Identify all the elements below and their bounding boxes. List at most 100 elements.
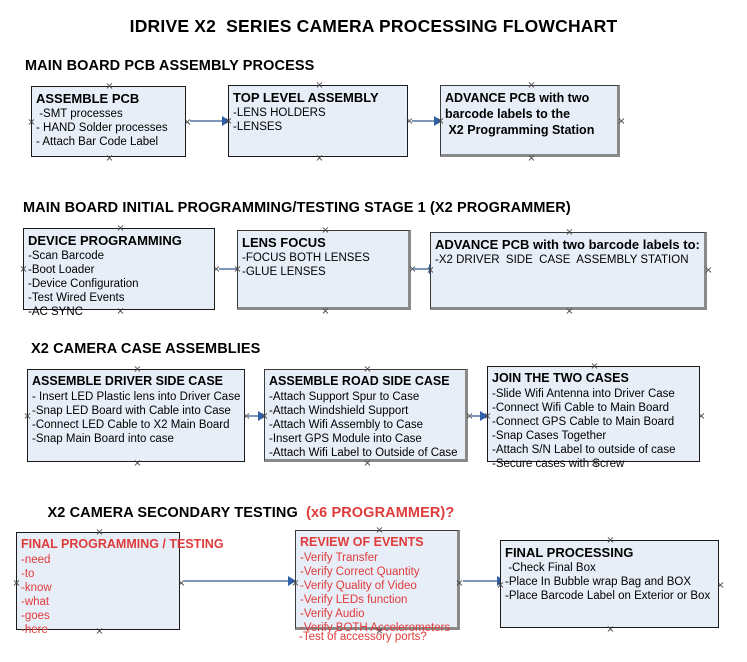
box-advance-pcb-driver-side-case[interactable]: ADVANCE PCB with two barcode labels to: … [430, 232, 707, 310]
box-body: REVIEW OF EVENTS -Verify Transfer -Verif… [296, 531, 457, 635]
box-line: -GLUE LENSES [242, 266, 326, 278]
box-device-programming[interactable]: DEVICE PROGRAMMING -Scan Barcode -Boot L… [23, 228, 215, 318]
connection-handle-bottom[interactable] [321, 307, 330, 316]
box-line: -Snap Cases Together [492, 430, 607, 442]
connector-line [219, 268, 241, 270]
box-line: -Test Wired Events [28, 292, 125, 304]
connection-handle-left[interactable] [291, 579, 300, 588]
connection-handle-top[interactable] [116, 224, 125, 233]
box-title: ADVANCE PCB with two barcode labels to: [435, 237, 700, 252]
box-assemble-driver-side-case[interactable]: ASSEMBLE DRIVER SIDE CASE - Insert LED P… [27, 369, 245, 462]
connection-handle-bottom[interactable] [565, 307, 574, 316]
connection-handle-right[interactable] [617, 117, 626, 126]
box-body: FINAL PROGRAMMING / TESTING -need -to -k… [17, 533, 224, 637]
box-line: -LENSES [233, 121, 283, 133]
connection-handle-left[interactable] [19, 265, 28, 274]
box-line: -Boot Loader [28, 264, 95, 276]
connection-handle-top[interactable] [363, 365, 372, 374]
connection-handle-bottom[interactable] [363, 459, 372, 468]
connection-handle-left[interactable] [23, 412, 32, 421]
connection-handle-top[interactable] [375, 526, 384, 535]
connection-handle-top[interactable] [606, 536, 615, 545]
box-line: -Attach Support Spur to Case [269, 391, 420, 403]
box-line: -need [21, 554, 51, 566]
connection-handle-top[interactable] [95, 528, 104, 537]
box-body: FINAL PROCESSING -Check Final Box -Place… [501, 541, 718, 603]
connection-handle-top[interactable] [133, 365, 142, 374]
connection-handle-top[interactable] [315, 81, 324, 90]
box-line: -here [21, 624, 48, 636]
box-line: -Connect GPS Cable to Main Board [492, 416, 675, 428]
box-title: REVIEW OF EVENTS [300, 535, 424, 549]
box-assemble-pcb[interactable]: ASSEMBLE PCB -SMT processes - HAND Solde… [31, 86, 186, 157]
box-body: LENS FOCUS -FOCUS BOTH LENSES -GLUE LENS… [238, 231, 408, 279]
box-line: -Scan Barcode [28, 250, 105, 262]
box-line: -X2 DRIVER SIDE CASE ASSEMBLY STATION [435, 254, 689, 266]
connector-line [413, 268, 435, 270]
section-heading-x2-camera-case-assemblies: X2 CAMERA CASE ASSEMBLIES [31, 341, 261, 357]
connection-handle-bottom[interactable] [606, 625, 615, 634]
connection-handle-right[interactable] [704, 266, 713, 275]
connection-handle-left[interactable] [233, 265, 242, 274]
box-title: JOIN THE TWO CASES [492, 371, 629, 385]
box-line: -Place In Bubble wrap Bag and BOX [505, 576, 692, 588]
box-line: -Connect Wifi Cable to Main Board [492, 402, 670, 414]
connection-handle-right[interactable] [716, 581, 725, 590]
box-line: -Attach Wifi Assembly to Case [269, 419, 424, 431]
connection-handle-top[interactable] [590, 362, 599, 371]
connection-handle-left[interactable] [12, 579, 21, 588]
box-line: -FOCUS BOTH LENSES [242, 252, 370, 264]
connection-handle-top[interactable] [527, 81, 536, 90]
box-line: -Verify Transfer [300, 552, 378, 564]
box-line: -Device Configuration [28, 278, 139, 290]
connection-handle-bottom[interactable] [315, 154, 324, 163]
box-line: -Verify LEDs function [300, 594, 408, 606]
box-line: -Attach Windshield Support [269, 405, 409, 417]
box-line: -Slide Wifi Antenna into Driver Case [492, 388, 675, 400]
box-review-of-events[interactable]: REVIEW OF EVENTS -Verify Transfer -Verif… [295, 530, 460, 634]
box-line: -Place Barcode Label on Exterior or Box [505, 590, 711, 602]
box-line: - Insert LED Plastic lens into Driver Ca… [32, 391, 241, 403]
box-final-programming-testing[interactable]: FINAL PROGRAMMING / TESTING -need -to -k… [16, 532, 224, 636]
connection-handle-bottom[interactable] [527, 154, 536, 163]
connection-handle-right[interactable] [697, 412, 706, 421]
box-title: FINAL PROGRAMMING / TESTING [21, 537, 224, 551]
connection-handle-left[interactable] [436, 117, 445, 126]
box-line: -LENS HOLDERS [233, 107, 326, 119]
connection-handle-left[interactable] [426, 266, 435, 275]
box-assemble-road-side-case[interactable]: ASSEMBLE ROAD SIDE CASE -Attach Support … [264, 369, 468, 462]
box-advance-pcb-programming-station[interactable]: ADVANCE PCB with two barcode labels to t… [440, 85, 620, 157]
connection-handle-left[interactable] [224, 117, 233, 126]
connector-line [247, 415, 265, 417]
connection-handle-top[interactable] [105, 82, 114, 91]
box-top-level-assembly[interactable]: TOP LEVEL ASSEMBLY -LENS HOLDERS -LENSES [228, 85, 408, 157]
box-title: ASSEMBLE ROAD SIDE CASE [269, 374, 450, 388]
connector-line [470, 415, 488, 417]
box-line: -Verify Audio [300, 608, 365, 620]
connection-handle-top[interactable] [565, 228, 574, 237]
box-final-processing[interactable]: FINAL PROCESSING -Check Final Box -Place… [500, 540, 719, 628]
box-body: ADVANCE PCB with two barcode labels to: … [431, 233, 704, 267]
connector-line [412, 120, 438, 122]
connection-handle-bottom[interactable] [590, 459, 599, 468]
box-title: FINAL PROCESSING [505, 545, 634, 560]
section-heading-accent: (x6 PROGRAMMER)? [306, 505, 455, 521]
connection-handle-bottom[interactable] [133, 459, 142, 468]
connection-handle-bottom[interactable] [95, 627, 104, 636]
section-heading-text: X2 CAMERA SECONDARY TESTING [47, 505, 307, 521]
connection-handle-left[interactable] [496, 581, 505, 590]
box-line: -Verify BOTH Accelerometers [300, 622, 451, 634]
box-lens-focus[interactable]: LENS FOCUS -FOCUS BOTH LENSES -GLUE LENS… [237, 230, 411, 310]
box-line: -Snap Main Board into case [32, 433, 174, 445]
connection-handle-left[interactable] [260, 412, 269, 421]
box-line: -Insert GPS Module into Case [269, 433, 422, 445]
box-line: - Attach Bar Code Label [36, 136, 159, 148]
box-body: ASSEMBLE PCB -SMT processes - HAND Solde… [32, 87, 185, 149]
box-line: - HAND Solder processes [36, 122, 168, 134]
connection-handle-left[interactable] [27, 118, 36, 127]
connection-handle-bottom[interactable] [116, 307, 125, 316]
box-join-the-two-cases[interactable]: JOIN THE TWO CASES -Slide Wifi Antenna i… [487, 366, 700, 470]
connection-handle-top[interactable] [321, 226, 330, 235]
connection-handle-bottom[interactable] [105, 154, 114, 163]
connection-handle-left[interactable] [483, 412, 492, 421]
